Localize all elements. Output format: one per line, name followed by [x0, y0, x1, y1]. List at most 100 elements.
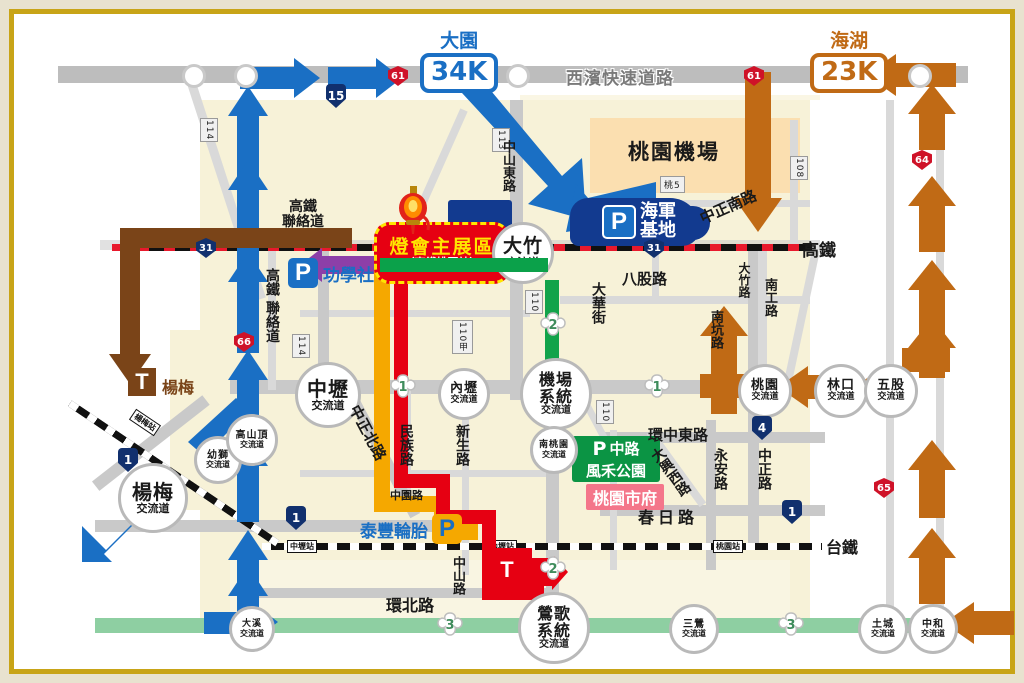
shield-express-61-east: 61	[744, 66, 764, 86]
road-vertical-108	[790, 120, 798, 250]
parking-icon-gongxueshe: P	[288, 258, 318, 288]
interchange-zhongli[interactable]: 中壢 交流道	[295, 362, 361, 428]
station-badge-yangmei[interactable]: T	[128, 368, 156, 396]
interchange-jichang-sub: 交流道	[541, 404, 571, 416]
road-label-zhongshan-dong: 高鐵 聯絡道	[264, 268, 280, 343]
shield-express-31-east: 31	[644, 238, 664, 258]
parking-gongxueshe[interactable]: P 功學社	[288, 258, 374, 288]
parking-icon-taifeng: P	[432, 514, 462, 544]
interchange-linkou[interactable]: 林口 交流道	[814, 364, 868, 418]
shield-freeway-1-yangmei: 1	[118, 448, 138, 472]
km-marker-dayuan: 大園 34K	[420, 32, 499, 93]
interchange-neili-name: 內壢	[449, 381, 478, 397]
plum-label-2a: 2	[548, 317, 558, 333]
interchange-jichang-name: 機場	[538, 369, 573, 389]
interchange-nantaoyuan[interactable]: 南桃園 交流道	[530, 426, 578, 474]
interchange-taoyuan[interactable]: 桃園 交流道	[738, 364, 792, 418]
node-xibin-2	[234, 64, 258, 88]
plum-label-1a: 1	[398, 379, 408, 395]
interchange-zhongli-name: 中壢	[307, 376, 349, 401]
shield-express-65: 65	[874, 478, 894, 498]
city-hall-box: 桃園市府	[586, 484, 664, 510]
road-label-zhongzheng: 永安路	[712, 448, 728, 490]
interchange-dazhu[interactable]: 大竹 交流道	[492, 222, 554, 284]
interchange-zhonghe[interactable]: 中和 交流道	[908, 604, 958, 654]
road-vertical-zhongyuan	[462, 385, 469, 575]
interchange-yangmei-sub: 交流道	[136, 501, 170, 515]
plum-shield-3-west: 3	[437, 612, 463, 638]
shield-express-61-west: 61	[388, 66, 408, 86]
road-label-fude: 中山路	[450, 556, 465, 595]
parking-label-zhonglu-2: 風禾公園	[585, 461, 646, 480]
road-vertical-zhongli	[318, 250, 329, 400]
shield-freeway-15: 15	[326, 84, 346, 108]
interchange-dasi-name: 大溪	[241, 619, 262, 630]
interchange-nantaoyuan-sub: 交流道	[542, 449, 566, 459]
plum-shield-3-east: 3	[778, 612, 804, 638]
parking-navy-base[interactable]: P 海軍基地	[602, 202, 676, 241]
interchange-yingge-sub: 交流道	[539, 638, 569, 650]
roadnum-tao5: 桃5	[660, 176, 685, 193]
road-label-tra: 台鐵	[826, 538, 859, 557]
interchange-tucheng-name: 土城	[872, 618, 894, 630]
rail-tra-main	[262, 543, 822, 550]
red-route-bottom	[482, 586, 544, 600]
roadnum-110-dazhu: 110	[525, 290, 543, 315]
road-vertical-zhongzheng-e	[706, 420, 716, 570]
roadnum-108: 108	[790, 156, 808, 181]
node-xibin-3	[506, 64, 530, 88]
lantern-icon	[392, 186, 436, 238]
interchange-youshi-name: 幼獅	[207, 449, 229, 461]
yellow-route-vertical	[374, 250, 390, 512]
interchange-sanying-sub: 交流道	[682, 629, 706, 639]
plum-svg-5	[437, 612, 463, 636]
road-horizontal-huanzhong	[250, 588, 550, 598]
interchange-tucheng-sub: 交流道	[871, 629, 895, 639]
interchange-taoyuan-name: 桃園	[750, 378, 779, 394]
interchange-linkou-sub: 交流道	[827, 392, 855, 403]
interchange-dasi[interactable]: 大溪 交流道	[229, 606, 275, 652]
station-badge-neili[interactable]: T	[493, 556, 521, 584]
node-xibin-1	[182, 64, 206, 88]
interchange-tucheng[interactable]: 土城 交流道	[858, 604, 908, 654]
interchange-jichang-name2: 系統	[538, 386, 573, 406]
lantern-svg	[399, 186, 430, 234]
interchange-gaoshan[interactable]: 高山頂 交流道	[226, 414, 278, 466]
road-horizontal-dahua	[560, 296, 810, 304]
road-label-zhongshan: 春日路	[638, 508, 699, 527]
parking-taifeng[interactable]: 泰豐輪胎 P	[360, 514, 462, 544]
station-label-yangmei: 楊梅	[162, 378, 195, 397]
interchange-neili-sub: 交流道	[450, 395, 478, 406]
station-chip-zhongli: 中壢站	[287, 540, 317, 553]
interchange-yangmei[interactable]: 楊梅 交流道	[118, 463, 188, 533]
interchange-sanying-name: 三鶯	[683, 618, 705, 630]
interchange-wugu[interactable]: 五股 交流道	[864, 364, 918, 418]
road-vertical-taoyuan-ic	[758, 250, 767, 390]
interchange-yingge-name: 鶯歌	[536, 603, 571, 623]
interchange-wugu-sub: 交流道	[877, 392, 905, 403]
interchange-yingge[interactable]: 鶯歌 系統 交流道	[518, 592, 590, 664]
node-xibin-4	[908, 64, 932, 88]
plum-shield-2-neili: 2	[540, 556, 566, 582]
station-chip-taoyuan: 桃園站	[713, 540, 743, 553]
parking-zhonglu-park[interactable]: P 中路 風禾公園	[572, 436, 660, 482]
parking-icon-navy: P	[602, 204, 636, 239]
km-marker-haihu: 海湖 23K	[810, 32, 889, 93]
road-label-nangong: 大竹路	[737, 262, 751, 298]
interchange-jichang[interactable]: 機場 系統 交流道	[520, 358, 592, 430]
interchange-zhonghe-sub: 交流道	[921, 629, 945, 639]
interchange-gaoshan-name: 高山頂	[235, 429, 269, 441]
shield-freeway-1-taoyuan: 1	[782, 500, 802, 524]
plum-shield-1-taoyuan: 1	[644, 374, 670, 400]
shield-freeway-1-zhongli: 1	[286, 506, 306, 530]
interchange-sanying[interactable]: 三鶯 交流道	[669, 604, 719, 654]
navy-base-shape-2	[660, 206, 710, 240]
plum-svg-1	[390, 374, 416, 398]
road-label-dahua: 八股路	[622, 270, 668, 288]
red-route-vertical-upper	[394, 250, 408, 488]
roadnum-110-jichang: 110	[596, 400, 614, 425]
road-label-zhongyuan: 新生路	[454, 424, 470, 466]
interchange-neili[interactable]: 內壢 交流道	[438, 368, 490, 420]
